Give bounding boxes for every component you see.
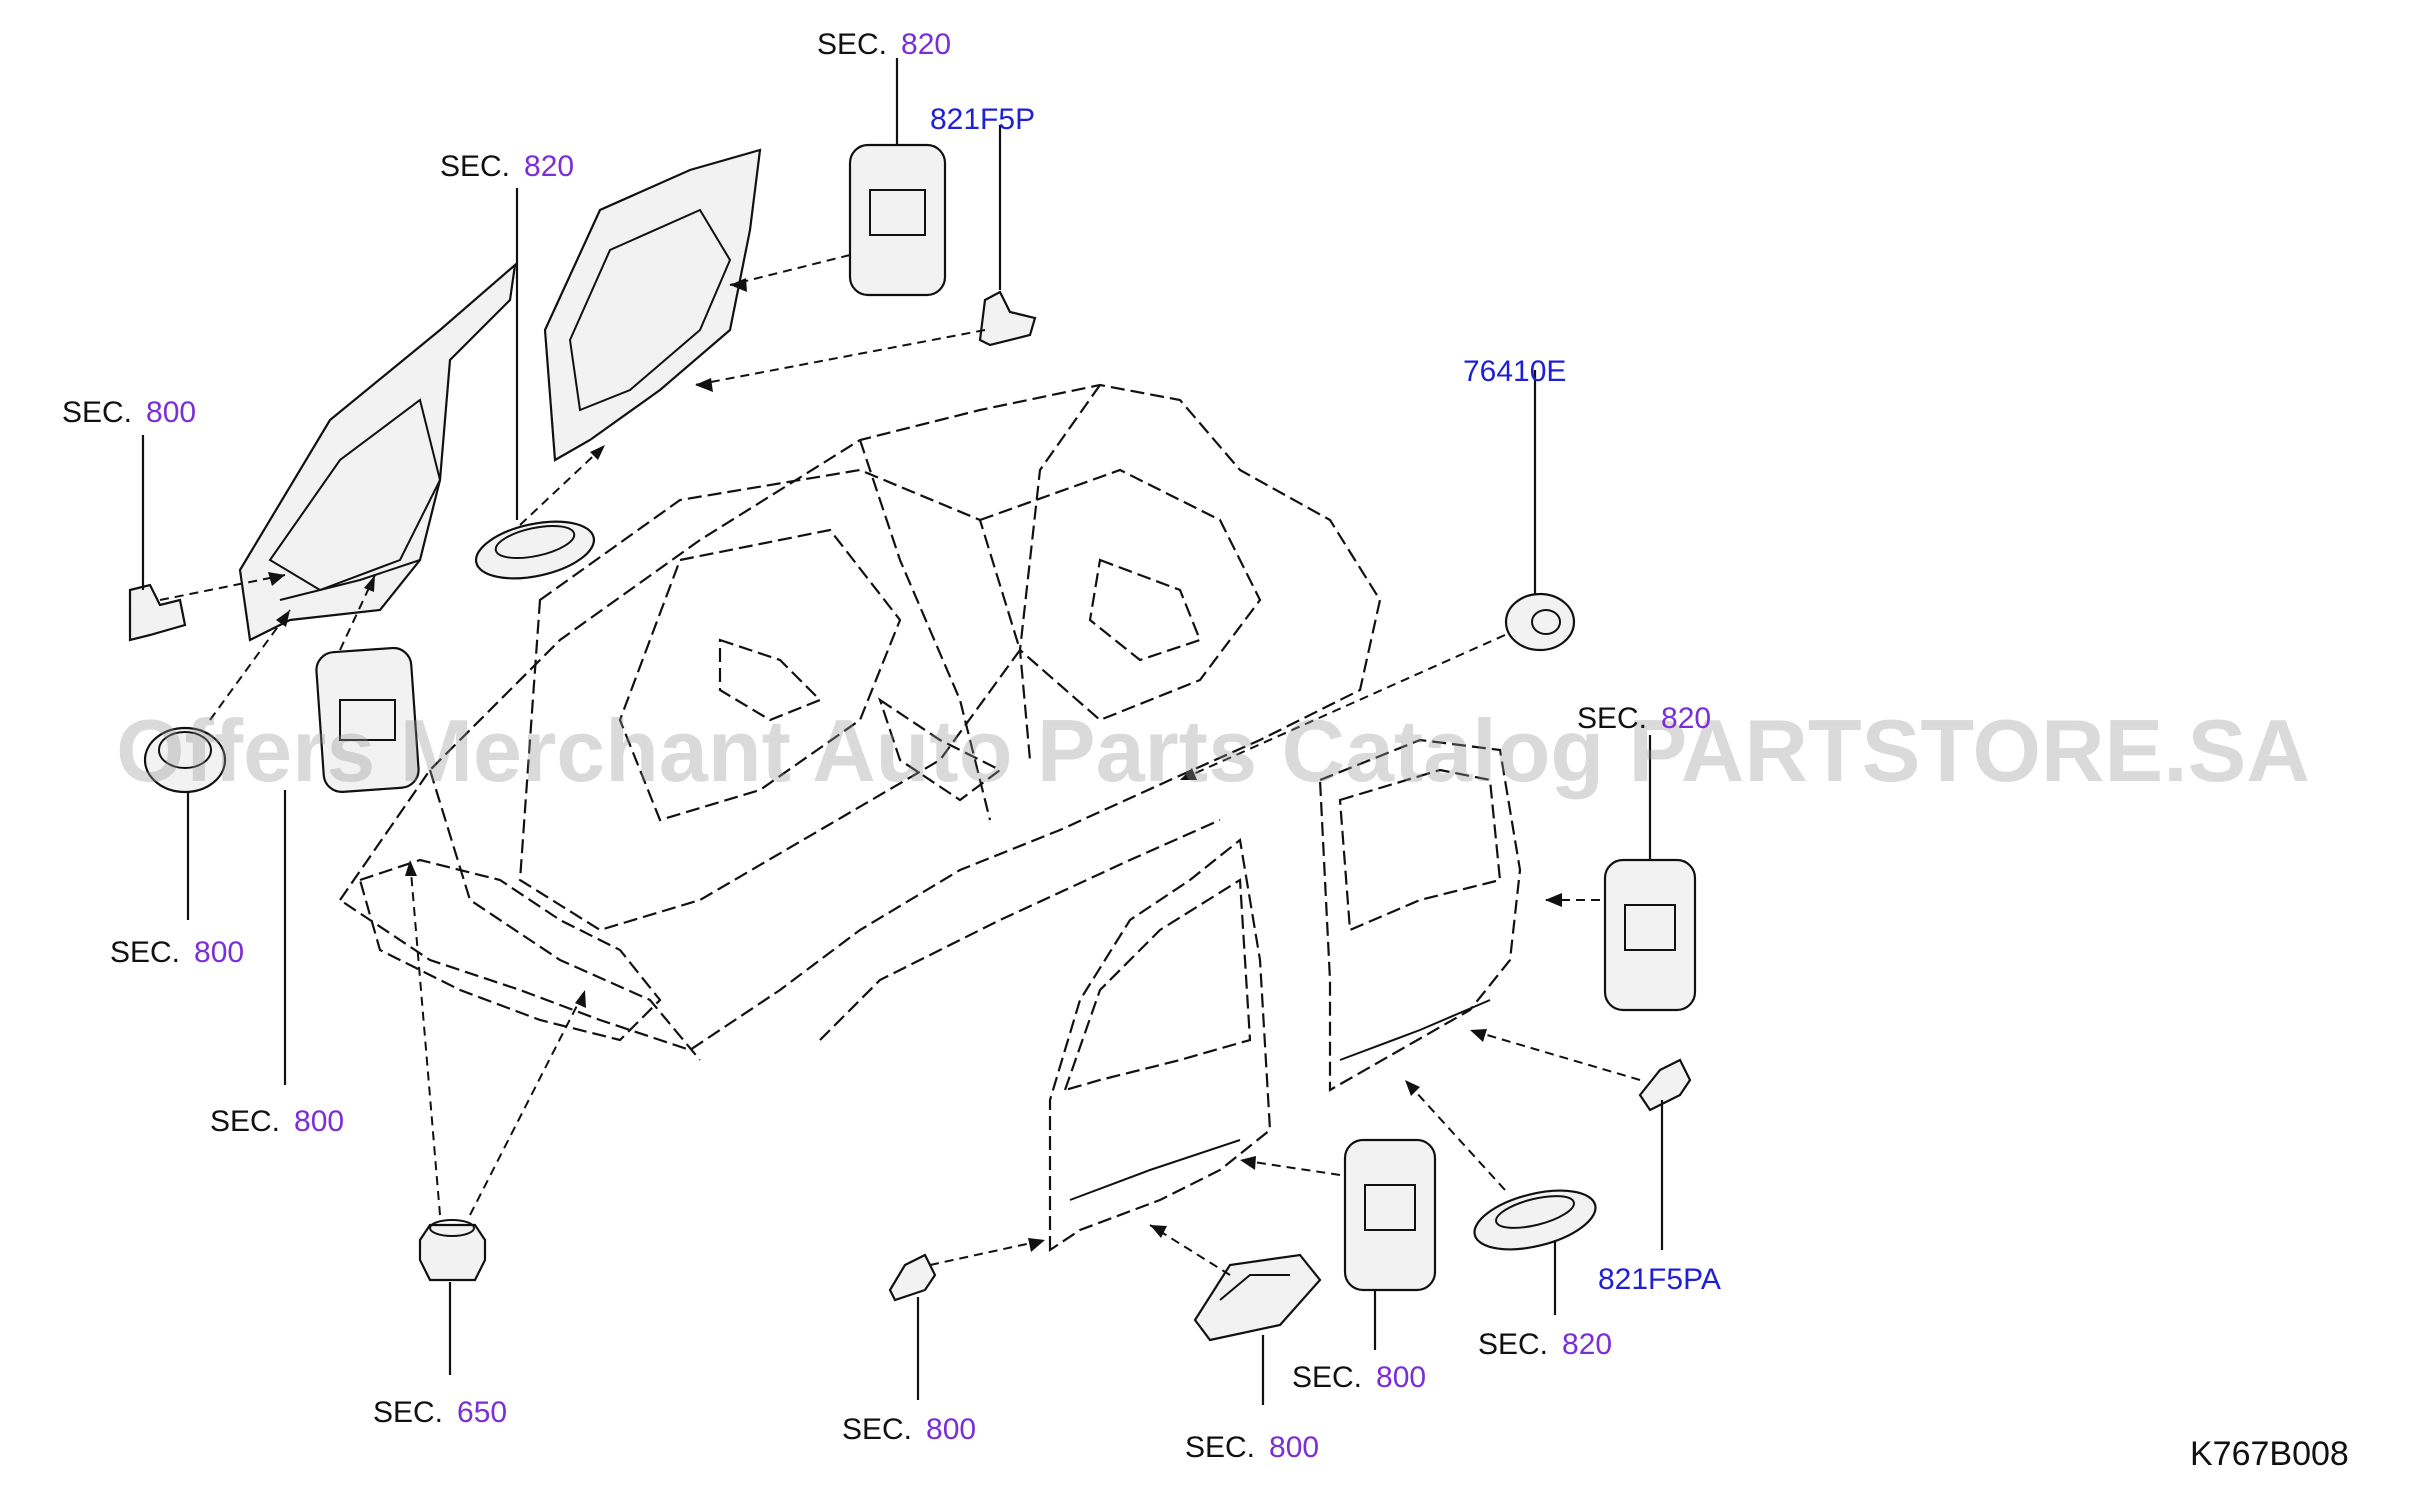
callout-sec-800-bottom2[interactable]: SEC. 800 bbox=[1185, 1433, 1319, 1463]
callout-prefix: SEC. bbox=[842, 1413, 913, 1446]
bracket-left bbox=[128, 583, 187, 642]
callout-number[interactable]: 800 bbox=[1376, 1361, 1427, 1394]
callout-sec-800-midleft[interactable]: SEC. 800 bbox=[110, 938, 244, 968]
part-number-76410E[interactable]: 76410E bbox=[1463, 355, 1567, 388]
bracket-821F5P bbox=[978, 290, 1037, 347]
callout-sec-820-upper[interactable]: SEC. 820 bbox=[440, 152, 574, 182]
insulator-pad-left bbox=[315, 646, 420, 793]
insulator-pad-bottom bbox=[1343, 1138, 1437, 1292]
callout-prefix: SEC. bbox=[1478, 1328, 1549, 1361]
grommet-650 bbox=[418, 1219, 487, 1282]
callout-prefix: SEC. bbox=[440, 150, 511, 183]
callout-number[interactable]: 820 bbox=[524, 150, 575, 183]
callout-prefix: SEC. bbox=[210, 1105, 281, 1138]
rear-door-panel-left bbox=[543, 148, 762, 462]
part-number-821F5PA[interactable]: 821F5PA bbox=[1598, 1263, 1721, 1296]
callout-number[interactable]: 820 bbox=[901, 28, 952, 61]
plug-lower-right bbox=[1473, 1189, 1597, 1251]
callout-prefix: SEC. bbox=[1292, 1361, 1363, 1394]
grommet-left bbox=[143, 726, 227, 794]
plug-upper bbox=[474, 520, 596, 580]
callout-number[interactable]: 820 bbox=[1661, 702, 1712, 735]
callout-lines bbox=[141, 58, 1664, 1405]
callout-sec-820-bottom[interactable]: SEC. 820 bbox=[1478, 1330, 1612, 1360]
callout-number[interactable]: 800 bbox=[926, 1413, 977, 1446]
callout-number[interactable]: 800 bbox=[294, 1105, 345, 1138]
part-number-821F5P[interactable]: 821F5P bbox=[930, 103, 1036, 136]
callout-number[interactable]: 800 bbox=[1269, 1431, 1320, 1464]
insulator-pad-right bbox=[1603, 858, 1697, 1012]
arrowheads bbox=[268, 278, 1562, 1252]
watermark-text: Offers Merchant Auto Parts Catalog PARTS… bbox=[116, 701, 2310, 800]
callout-number[interactable]: 820 bbox=[1562, 1328, 1613, 1361]
callout-sec-650[interactable]: SEC. 650 bbox=[373, 1398, 507, 1428]
callout-number[interactable]: 800 bbox=[146, 396, 197, 429]
rear-door-outline-right bbox=[1318, 738, 1522, 1092]
bracket-821F5PA bbox=[1638, 1058, 1692, 1112]
leader-lines bbox=[159, 254, 1641, 1276]
callout-prefix: SEC. bbox=[1185, 1431, 1256, 1464]
callout-sec-820-right[interactable]: SEC. 820 bbox=[1577, 704, 1711, 734]
diagram-code: K767B008 bbox=[2190, 1435, 2349, 1473]
callout-number[interactable]: 650 bbox=[457, 1396, 508, 1429]
callout-sec-820-top[interactable]: SEC. 820 bbox=[817, 30, 951, 60]
callout-prefix: SEC. bbox=[62, 396, 133, 429]
grommet-76410E bbox=[1504, 592, 1576, 652]
callout-sec-800-lowleft[interactable]: SEC. 800 bbox=[210, 1107, 344, 1137]
vehicle-body-shell bbox=[338, 383, 1382, 1061]
callout-prefix: SEC. bbox=[110, 936, 181, 969]
callout-sec-800-bottom[interactable]: SEC. 800 bbox=[842, 1415, 976, 1445]
callout-prefix: SEC. bbox=[373, 1396, 444, 1429]
plug-bottom bbox=[1193, 1253, 1322, 1342]
bracket-bottom bbox=[888, 1253, 937, 1302]
insulator-pad-top bbox=[848, 143, 947, 297]
front-door-outline-right bbox=[1048, 837, 1272, 1253]
callout-prefix: SEC. bbox=[817, 28, 888, 61]
callout-sec-800-bottom3[interactable]: SEC. 800 bbox=[1292, 1363, 1426, 1393]
callout-prefix: SEC. bbox=[1577, 702, 1648, 735]
callout-number[interactable]: 800 bbox=[194, 936, 245, 969]
front-door-panel-left bbox=[238, 262, 517, 642]
callout-sec-800-left[interactable]: SEC. 800 bbox=[62, 398, 196, 428]
